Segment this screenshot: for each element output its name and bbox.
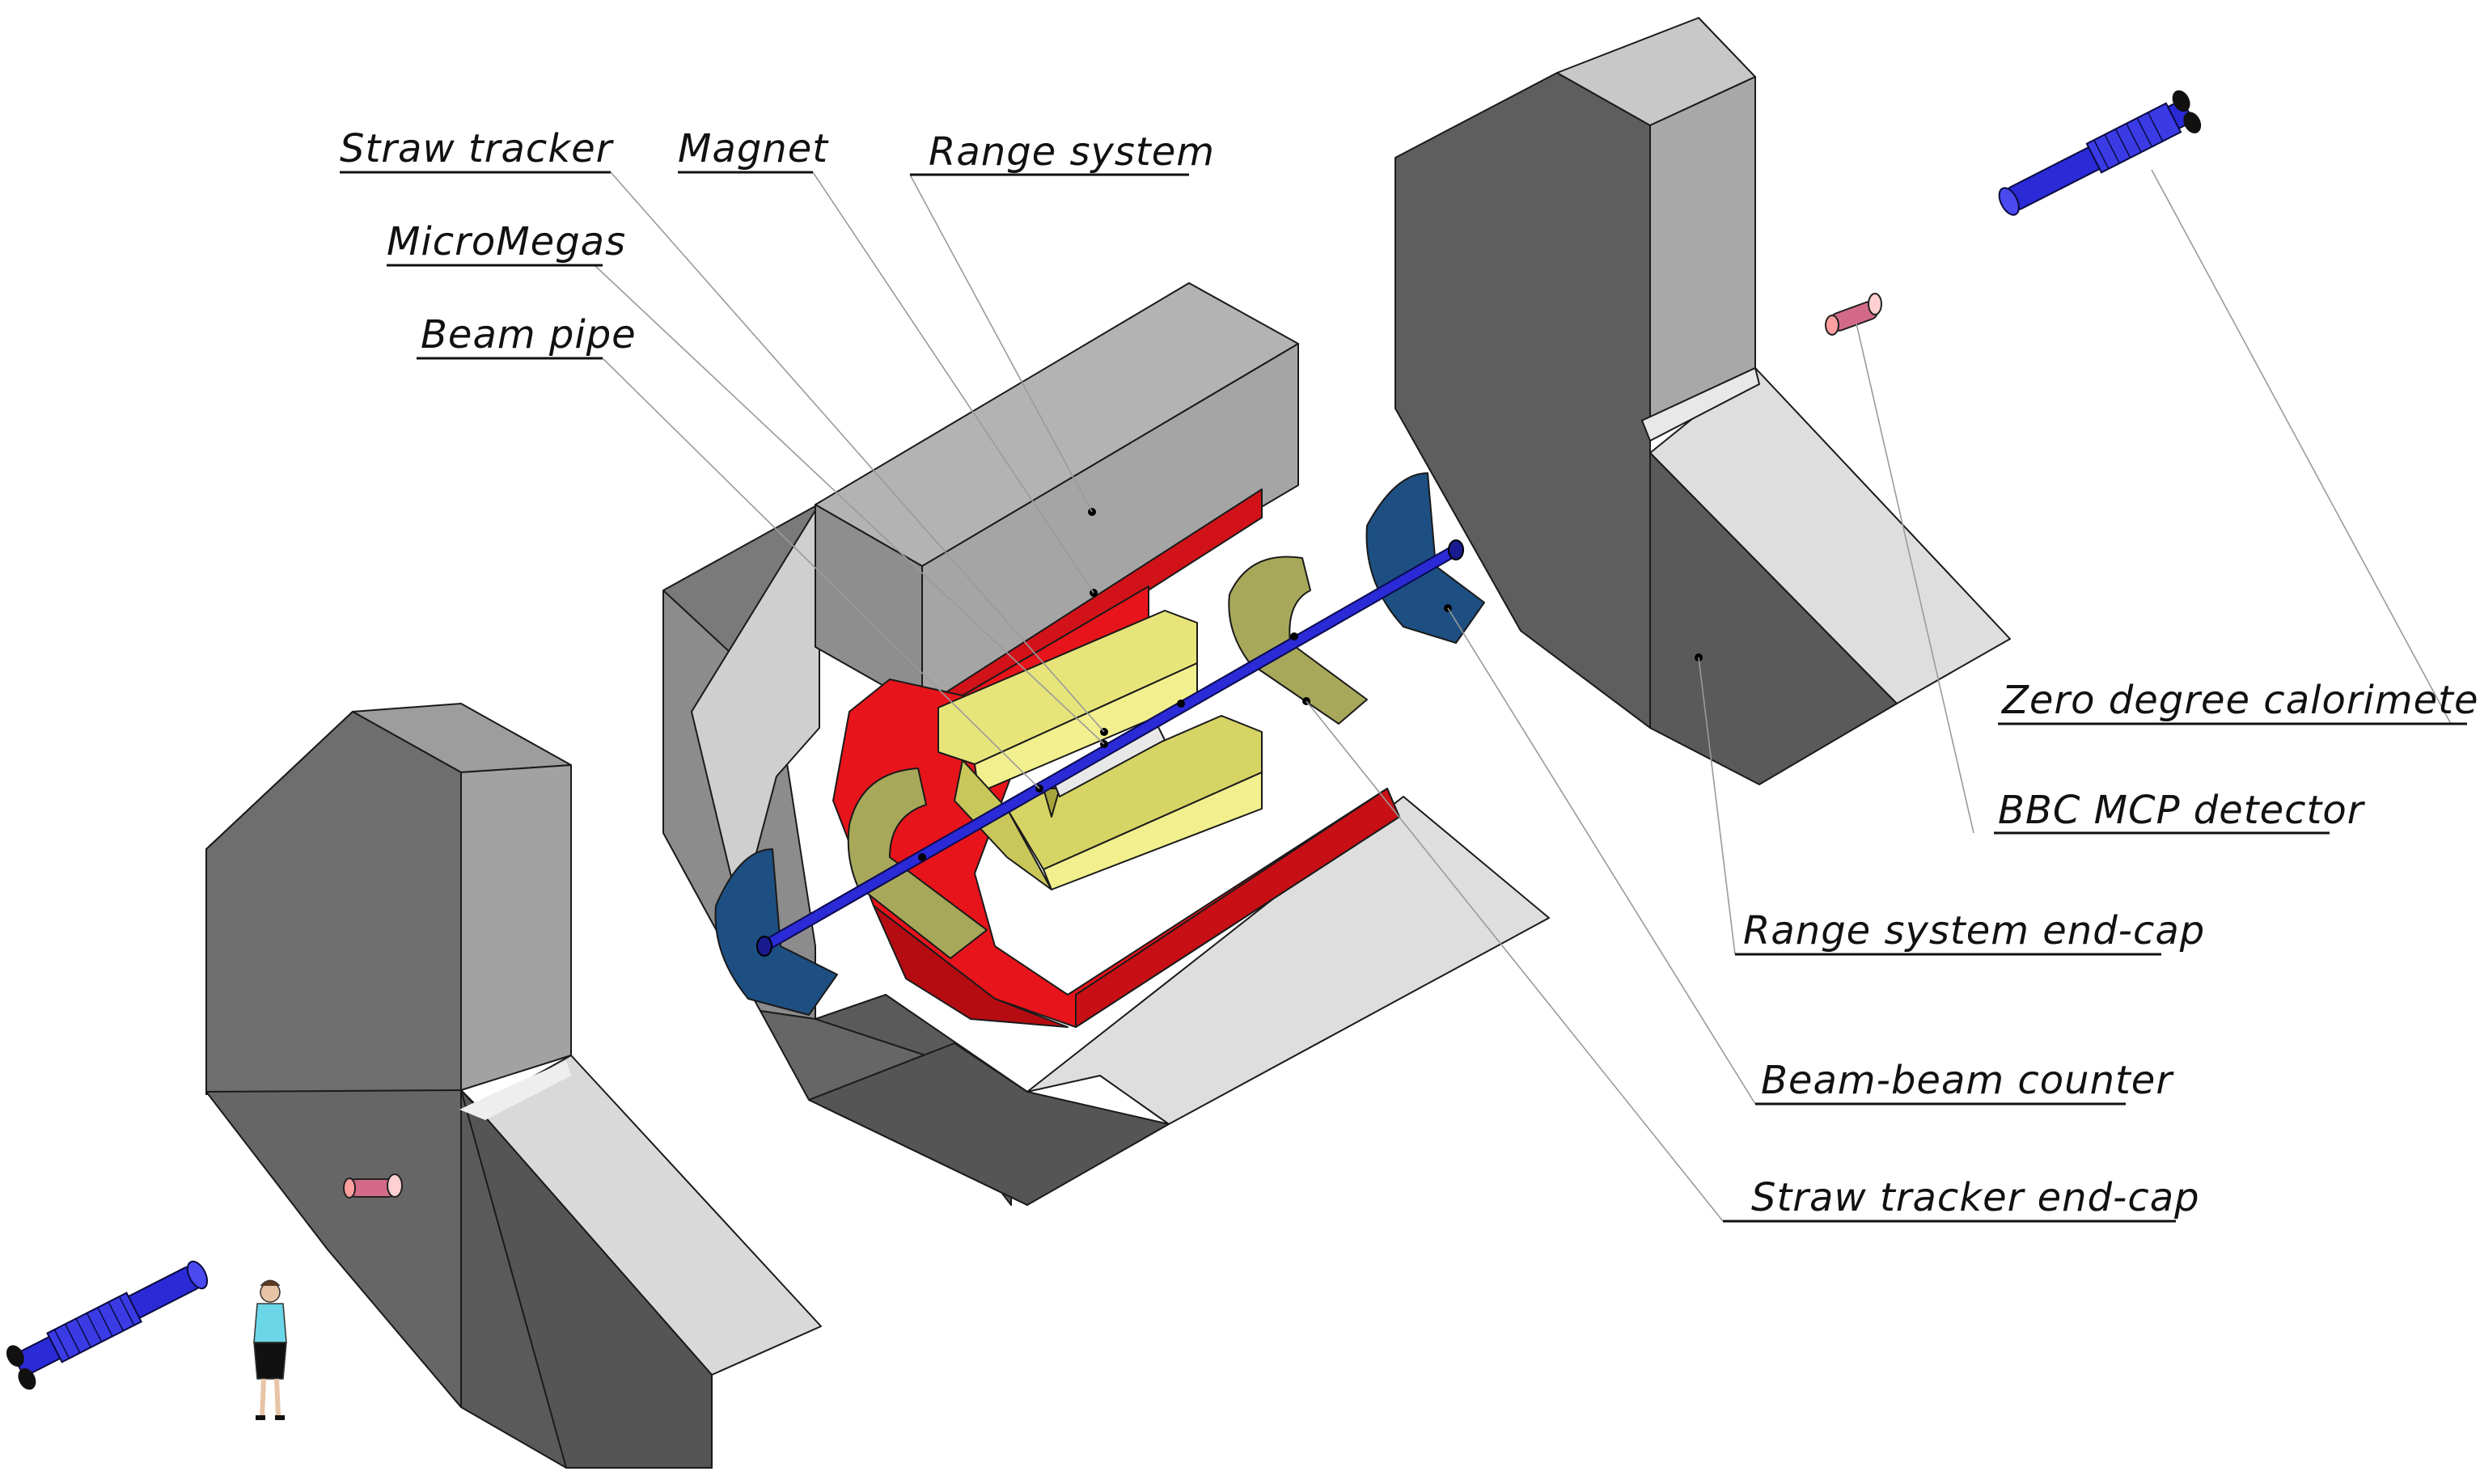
svg-text:Beam-beam counter: Beam-beam counter (1761, 1058, 2174, 1103)
label-beam-beam-counter: Beam-beam counter (1755, 1058, 2174, 1106)
label-micromegas: MicroMegas (387, 219, 626, 267)
label-straw-tracker-end-cap: Straw tracker end-cap (1723, 1175, 2200, 1223)
svg-text:Range system end-cap: Range system end-cap (1743, 908, 2205, 953)
central-range-system (662, 282, 1550, 1206)
svg-text:Range system: Range system (929, 129, 1215, 175)
right-zero-degree-calorimeter (1998, 90, 2202, 216)
straw-tracker (937, 610, 1263, 890)
label-range-system-end-cap: Range system end-cap (1735, 908, 2205, 956)
svg-text:Straw tracker end-cap: Straw tracker end-cap (1751, 1175, 2200, 1220)
label-range-system: Range system (910, 129, 1215, 176)
left-bbc-mcp-detector (343, 1173, 403, 1199)
leader-lines (594, 169, 2452, 1222)
left-range-system-end-cap (205, 703, 822, 1469)
label-zero-degree-calorimeter: Zero degree calorimeter (1998, 678, 2480, 725)
right-range-system-end-cap (1394, 17, 2011, 785)
svg-text:Magnet: Magnet (678, 126, 829, 171)
label-magnet: Magnet (678, 126, 829, 174)
svg-text:Zero degree calorimeter: Zero degree calorimeter (2000, 678, 2480, 723)
label-beam-pipe: Beam pipe (417, 312, 637, 360)
left-beam-beam-counter (714, 848, 838, 1016)
label-bbc-mcp-detector: BBC MCP detector (1994, 788, 2366, 835)
right-bbc-mcp-detector (1825, 293, 1882, 336)
svg-text:BBC MCP detector: BBC MCP detector (1998, 788, 2366, 833)
beam-pipe (756, 539, 1464, 957)
svg-text:Beam pipe: Beam pipe (421, 312, 637, 357)
left-zero-degree-calorimeter (6, 1260, 209, 1390)
person-scale-icon (253, 1279, 287, 1420)
svg-text:MicroMegas: MicroMegas (387, 219, 626, 264)
left-straw-tracker-end-cap (847, 767, 988, 959)
label-straw-tracker: Straw tracker (340, 126, 615, 174)
svg-text:Straw tracker: Straw tracker (340, 126, 615, 171)
